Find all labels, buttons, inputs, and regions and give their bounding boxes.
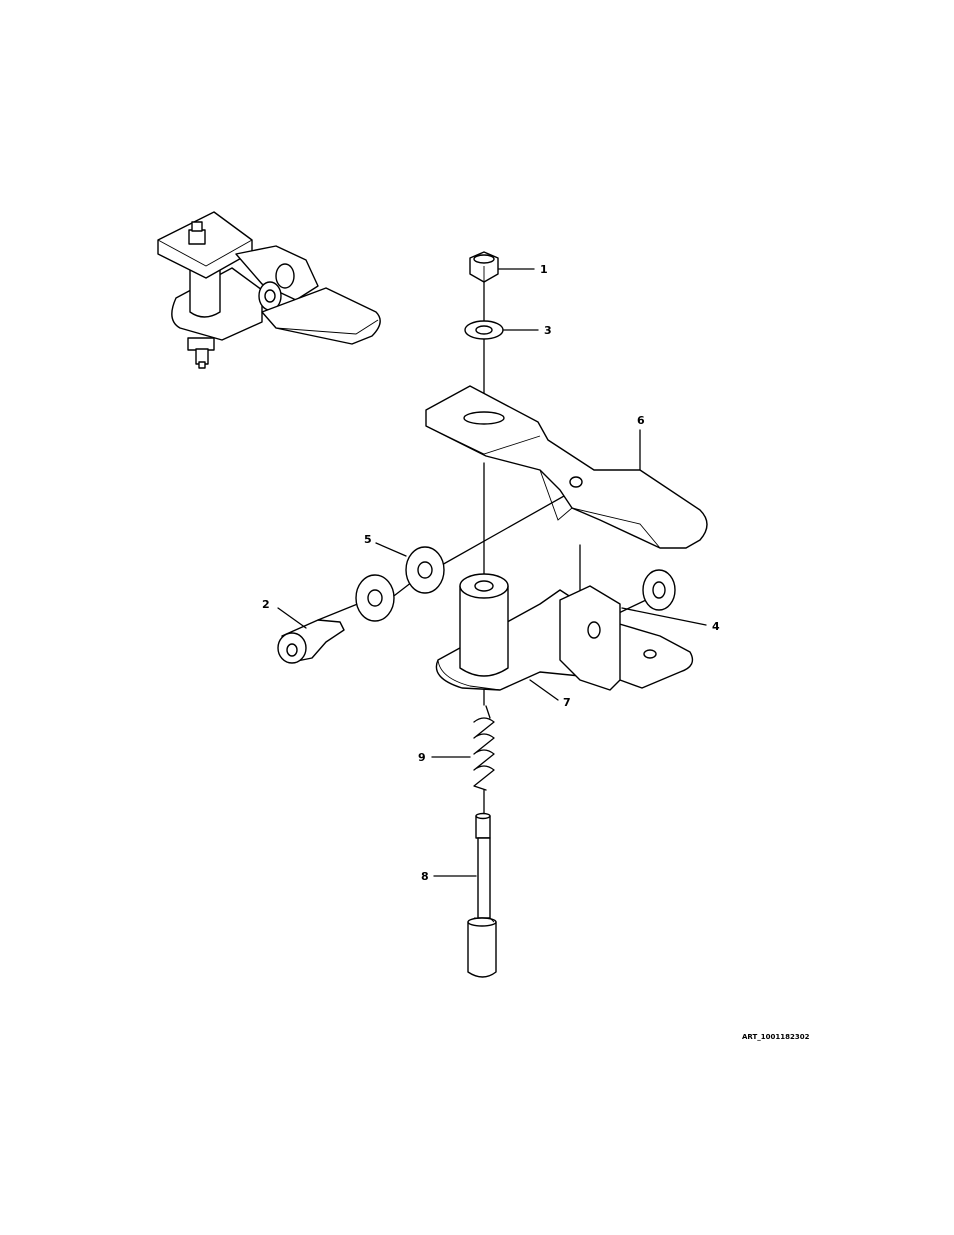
- part-2-shoulder-bolt: [278, 620, 344, 663]
- callout-6: 6: [637, 414, 645, 427]
- callout-4: 4: [712, 620, 720, 633]
- part-8-plunger-pin: [468, 814, 496, 978]
- part-9-spring: [474, 706, 494, 790]
- part-1-hex-nut: [470, 252, 498, 282]
- part-5-washers: [356, 547, 444, 621]
- assembled-view-inset: [158, 212, 380, 368]
- callout-5: 5: [364, 533, 372, 546]
- callout-leaders: [278, 269, 706, 876]
- art-identifier: ART_1001182302: [742, 1033, 810, 1041]
- part-4-washer: [643, 570, 675, 610]
- callout-3: 3: [544, 324, 552, 337]
- callout-8: 8: [421, 870, 429, 883]
- part-6-lever-bracket: [426, 386, 707, 548]
- callout-2: 2: [262, 598, 270, 611]
- callout-7: 7: [563, 696, 571, 709]
- part-3-washer: [465, 321, 503, 339]
- callout-9: 9: [418, 751, 426, 764]
- callout-1: 1: [540, 263, 548, 276]
